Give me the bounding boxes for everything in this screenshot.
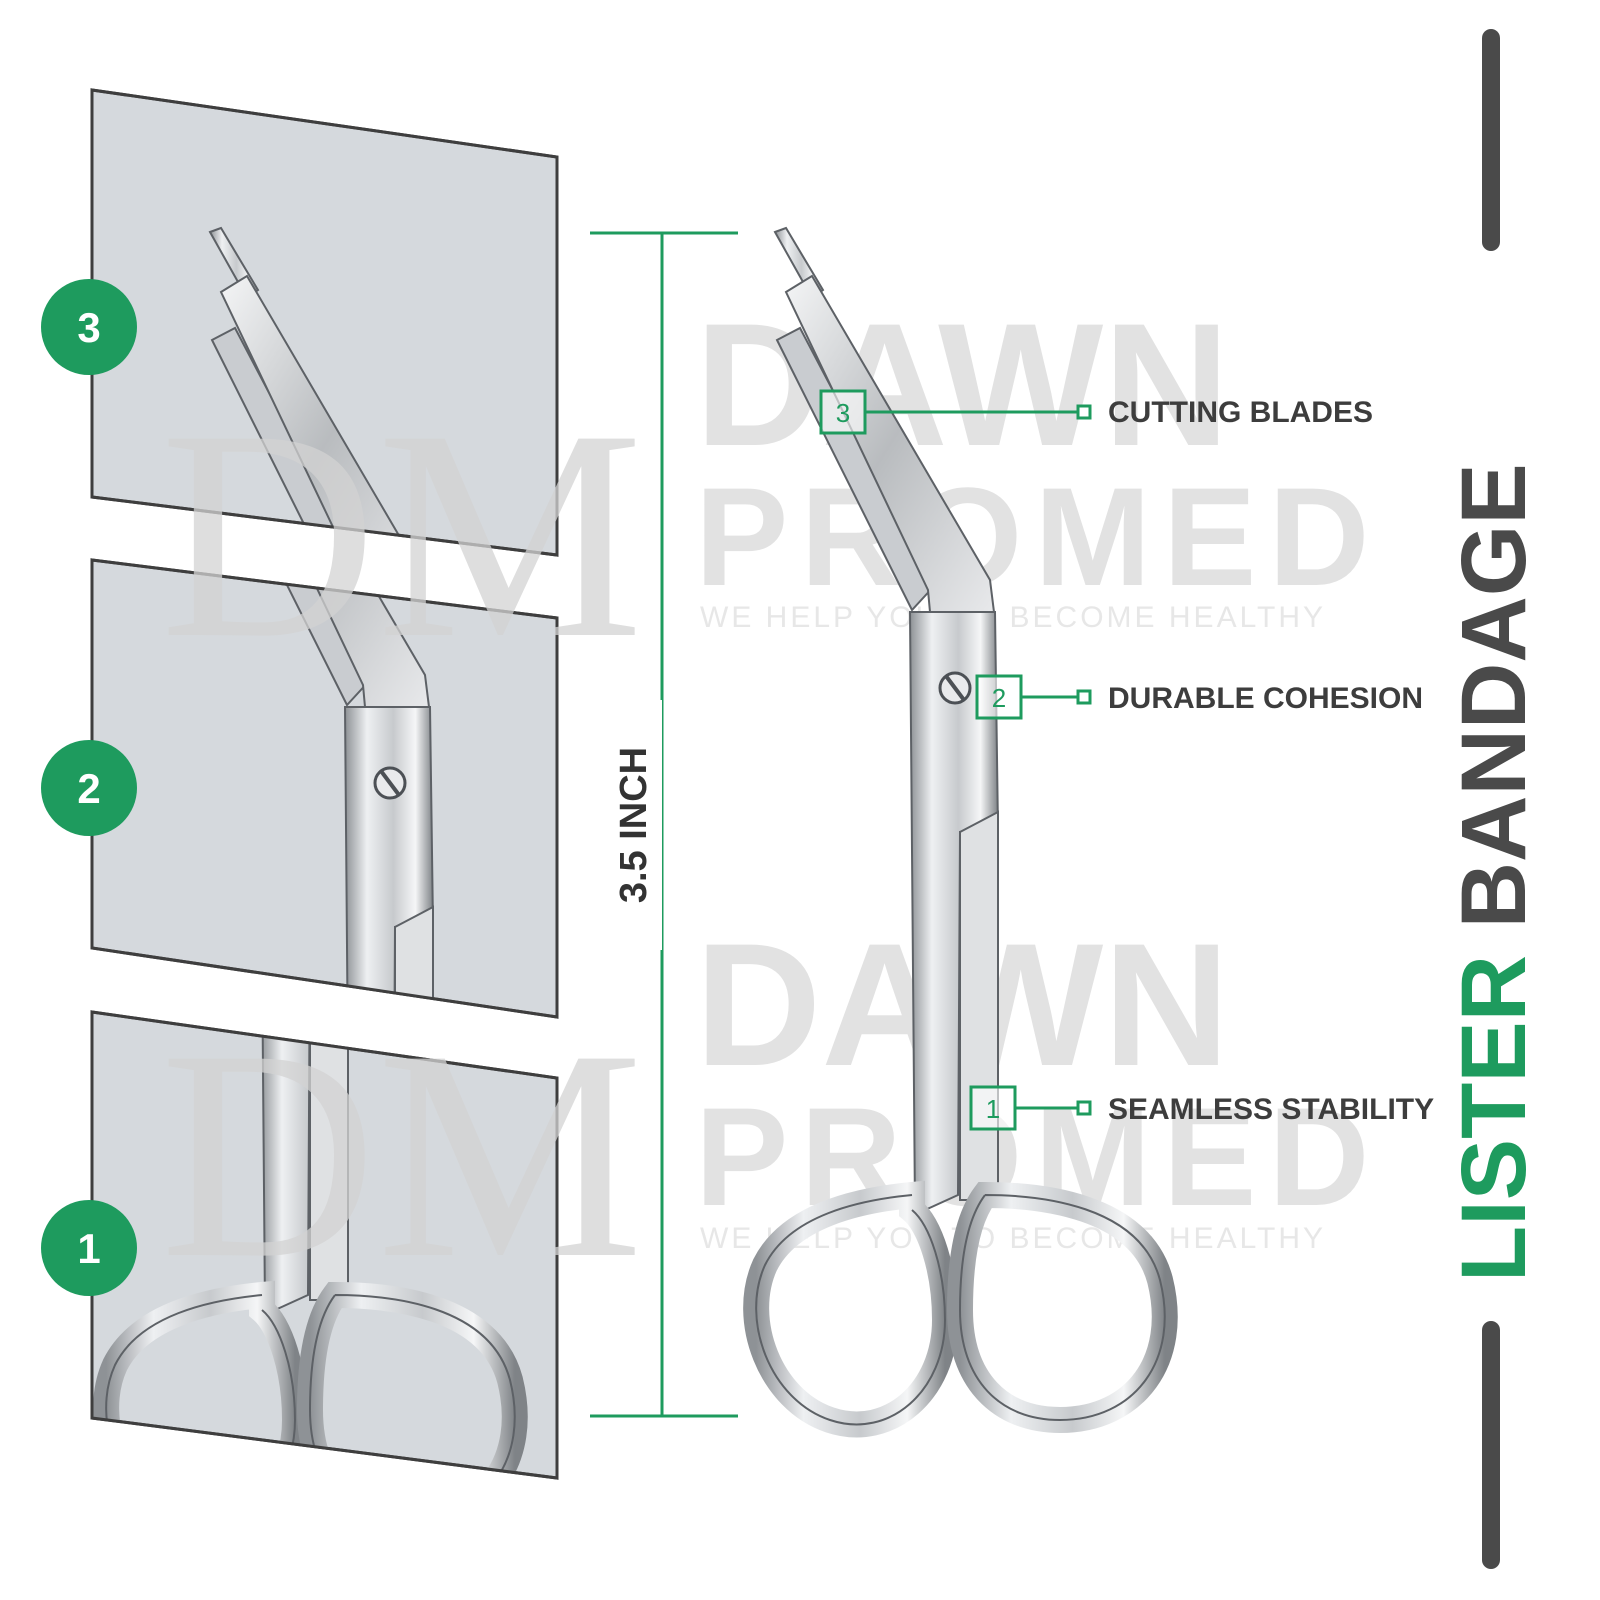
watermark-monogram-bottom: DM <box>160 988 643 1320</box>
panel-badge-3-number: 3 <box>77 304 100 351</box>
watermark-tagline-top: WE HELP YOU TO BECOME HEALTHY <box>700 601 1326 634</box>
callout-label: SEAMLESS STABILITY <box>1108 1093 1434 1126</box>
watermark-monogram-top: DM <box>160 368 643 700</box>
callout-number: 1 <box>986 1094 1000 1124</box>
panel-badge-2-number: 2 <box>77 765 100 812</box>
watermark-brand-line1-top: DAWN <box>695 288 1230 483</box>
product-title-part1: LISTER <box>1443 955 1545 1282</box>
panel-badge-1-number: 1 <box>77 1225 100 1272</box>
panel-badge-2: 2 <box>41 740 137 836</box>
callout-number: 3 <box>836 398 850 428</box>
dimension-indicator: 3.5 INCH <box>590 231 738 1418</box>
watermark-brand-line2-top: PROMED <box>695 458 1381 615</box>
panel-badge-1: 1 <box>41 1200 137 1296</box>
product-title-part2: BANDAGE <box>1443 463 1545 928</box>
dimension-label: 3.5 INCH <box>613 747 655 903</box>
callout-number: 2 <box>992 683 1006 713</box>
product-title: LISTER BANDAGE <box>1443 29 1545 1569</box>
callout-cutting-blades: 3 CUTTING BLADES <box>819 389 1373 435</box>
callout-seamless-stability: 1 SEAMLESS STABILITY <box>969 1085 1434 1131</box>
panel-badge-3: 3 <box>41 279 137 375</box>
svg-text:LISTER BANDAGE: LISTER BANDAGE <box>1443 463 1545 1282</box>
watermark-top: DM DAWN PROMED WE HELP YOU TO BECOME HEA… <box>160 288 1381 700</box>
callout-label: DURABLE COHESION <box>1108 682 1423 715</box>
callout-label: CUTTING BLADES <box>1108 396 1373 429</box>
callout-durable-cohesion: 2 DURABLE COHESION <box>975 674 1423 720</box>
